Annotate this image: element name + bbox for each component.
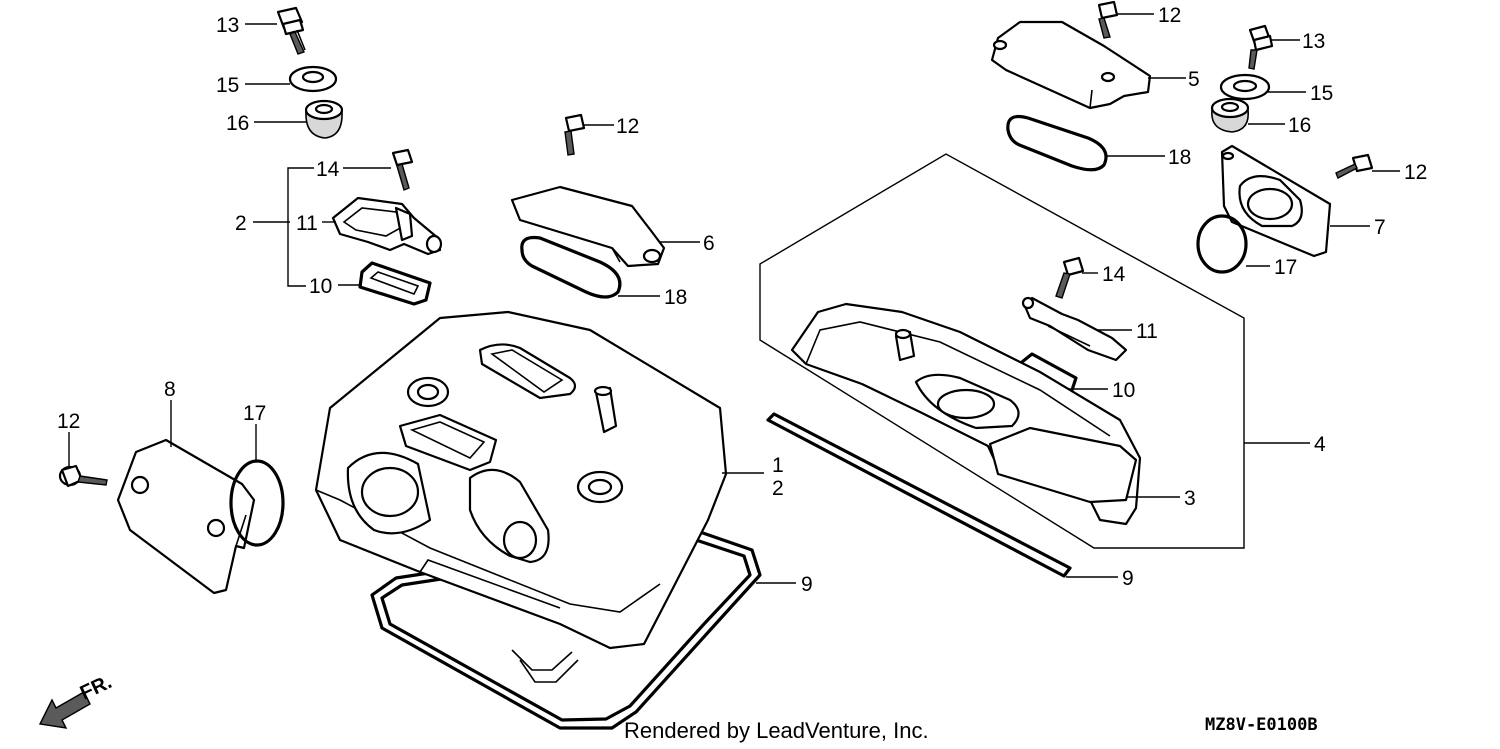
callout-4[interactable]: 4 [1314,433,1326,456]
bolt-12-left[interactable] [58,464,108,488]
callout-9[interactable]: 9 [801,573,813,596]
callout-14[interactable]: 14 [1102,263,1126,286]
front-direction-arrow: FR. [38,671,115,729]
callout-6[interactable]: 6 [703,232,715,255]
cover-8[interactable] [116,438,256,595]
assembly-box-4 [759,153,1245,549]
bolt-12-center[interactable] [564,113,586,156]
gasket-10-left[interactable] [358,261,432,306]
callout-17[interactable]: 17 [1274,256,1297,279]
o-ring-17-right[interactable] [1196,214,1248,274]
grommet-16-left[interactable] [304,99,344,139]
leader-lines [68,13,1400,584]
callout-12[interactable]: 12 [616,115,639,138]
cylinder-head-cover-3[interactable] [790,302,1142,526]
callout-10[interactable]: 10 [309,275,332,298]
callout-13[interactable]: 13 [216,14,239,37]
gasket-18-center[interactable] [520,235,622,299]
washer-15-left[interactable] [288,65,338,93]
grommet-16-right[interactable] [1210,97,1250,133]
callout-12[interactable]: 12 [57,410,80,433]
diagram-code: MZ8V-E0100B [1205,715,1318,735]
callout-17[interactable]: 17 [243,402,266,425]
bolt-12-right-top[interactable] [1097,0,1119,39]
breather-11-left[interactable] [331,196,443,256]
breather-11-right[interactable] [1021,296,1128,362]
callout-12[interactable]: 12 [1158,4,1181,27]
callout-1[interactable]: 1 [772,454,784,477]
callout-2[interactable]: 2 [235,212,247,235]
o-ring-17-left[interactable] [229,459,285,547]
cylinder-head-cover-1[interactable] [314,310,728,650]
washer-15-right[interactable] [1219,73,1271,101]
callout-18[interactable]: 18 [1168,146,1191,169]
callout-13[interactable]: 13 [1302,30,1325,53]
bolt-14-left[interactable] [391,148,414,191]
callout-16[interactable]: 16 [226,112,249,135]
callout-18[interactable]: 18 [664,286,687,309]
callout-9[interactable]: 9 [1122,567,1134,590]
callout-10[interactable]: 10 [1112,379,1135,402]
callout-11[interactable]: 11 [1136,320,1158,343]
bolt-13-right[interactable] [1248,24,1274,70]
cover-6[interactable] [510,185,666,268]
callout-2[interactable]: 2 [772,477,784,500]
bolt-13-left[interactable] [276,6,306,55]
cover-7[interactable] [1220,144,1332,258]
callout-3[interactable]: 3 [1184,487,1196,510]
callout-16[interactable]: 16 [1288,114,1311,137]
callout-labels: 13 15 16 14 2 11 10 12 6 18 8 17 12 1 2 … [57,4,1427,596]
callout-11[interactable]: 11 [296,212,318,235]
callout-12[interactable]: 12 [1404,161,1427,184]
callout-7[interactable]: 7 [1374,216,1386,239]
gasket-9-right[interactable] [766,412,1072,578]
bolt-12-right[interactable] [1335,153,1374,179]
bolt-14-right[interactable] [1055,256,1085,299]
callout-5[interactable]: 5 [1188,68,1200,91]
render-credit: Rendered by LeadVenture, Inc. [624,718,929,743]
callout-15[interactable]: 15 [1310,82,1333,105]
callout-15[interactable]: 15 [216,74,239,97]
callout-8[interactable]: 8 [164,378,176,401]
cover-5[interactable] [990,20,1152,110]
gasket-18-right[interactable] [1006,114,1108,172]
callout-14[interactable]: 14 [316,158,340,181]
